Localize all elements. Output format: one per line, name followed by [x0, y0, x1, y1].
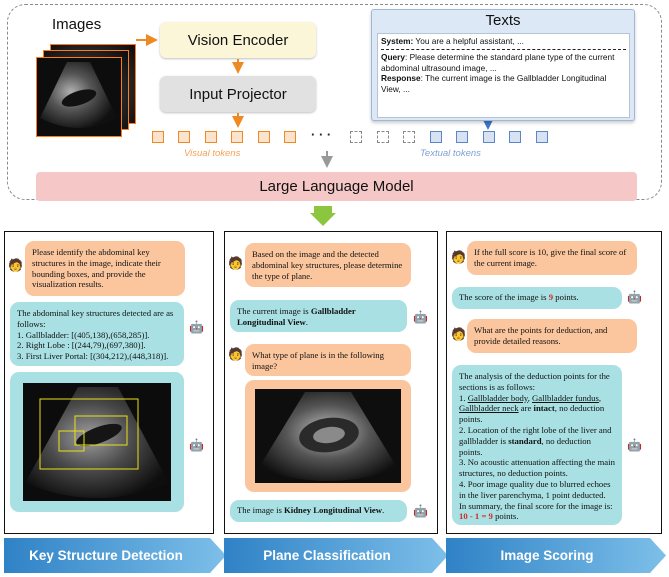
textual-token	[430, 131, 442, 143]
answer-period: .	[305, 316, 308, 327]
user-question-bubble: What type of plane is in the following i…	[245, 344, 411, 376]
tab-image-scoring: Image Scoring	[446, 538, 666, 573]
analysis-intro: The analysis of the deduction points for…	[459, 371, 610, 392]
placeholder-token	[403, 131, 415, 143]
visual-token	[284, 131, 296, 143]
textual-token	[536, 131, 548, 143]
visual-token	[205, 131, 217, 143]
assistant-answer-bubble: The current image is Gallbladder Longitu…	[230, 300, 407, 332]
visual-token	[178, 131, 190, 143]
robot-icon: 🤖	[627, 438, 642, 452]
answer-item-right-lobe: 2. Right Lobe : [(244,79),(697,380)].	[17, 340, 146, 351]
assistant-answer-bubble: The image is Kidney Longitudinal View.	[230, 500, 407, 522]
prompt-divider	[381, 49, 626, 51]
analysis-point-1: 1. Gallbladder body, Gallbladder fundus,…	[459, 392, 605, 425]
query-line: Query: Please determine the standard pla…	[381, 52, 626, 73]
texts-title: Texts	[485, 12, 521, 29]
input-projector-box: Input Projector	[160, 76, 316, 112]
user-avatar-icon: 🧑	[451, 327, 466, 341]
detection-result-bubble	[10, 372, 184, 512]
assistant-answer-bubble: The score of the image is 9 points.	[452, 287, 622, 309]
response-label: Response	[381, 73, 421, 84]
texts-prompt-panel: System: You are a helpful assistant, ...…	[377, 33, 630, 118]
kidney-ultrasound-icon	[258, 392, 398, 481]
tab-plane-classification: Plane Classification	[224, 538, 448, 573]
answer-plane-name: Gallbladder Longitudinal View	[237, 306, 356, 327]
user-question-bubble: What are the points for deduction, and p…	[467, 319, 637, 353]
token-ellipsis: · · ·	[311, 127, 332, 142]
visual-tokens-caption: Visual tokens	[184, 148, 241, 159]
textual-token	[483, 131, 495, 143]
textual-token	[456, 131, 468, 143]
score-text: The score of the image is	[459, 292, 549, 302]
system-label: System:	[381, 36, 414, 46]
analysis-point-3: 3. No acoustic attenuation affecting the…	[459, 457, 615, 479]
answer-plane-name: Kidney Longitudinal View	[284, 505, 383, 515]
assistant-answer-bubble: The abdominal key structures detected ar…	[10, 302, 184, 366]
robot-icon: 🤖	[413, 310, 428, 324]
answer-text: The current image is	[237, 306, 311, 316]
tab-key-structure-detection: Key Structure Detection	[4, 538, 226, 573]
user-avatar-icon: 🧑	[451, 250, 466, 264]
query-label: Query	[381, 52, 405, 63]
robot-icon: 🤖	[189, 438, 204, 452]
answer-text: The image is	[237, 505, 285, 515]
response-line: Response: The current image is the Gallb…	[381, 73, 626, 94]
score-unit: points.	[553, 292, 579, 302]
placeholder-token	[377, 131, 389, 143]
system-text: You are a helpful assistant, ...	[413, 36, 524, 46]
detection-ultrasound-icon	[25, 387, 169, 498]
detection-result-image	[23, 383, 171, 501]
user-image-bubble	[245, 380, 411, 492]
arrow-llm-to-tasks	[310, 206, 336, 226]
query-text: : Please determine the standard plane ty…	[381, 52, 615, 73]
panel-image-scoring: 🧑 If the full score is 10, give the fina…	[446, 231, 662, 534]
vision-encoder-box: Vision Encoder	[160, 22, 316, 58]
textual-token	[509, 131, 521, 143]
pipeline-arrows	[136, 34, 494, 226]
score-value: 9	[548, 292, 554, 302]
user-avatar-icon: 🧑	[228, 256, 243, 270]
user-avatar-icon: 🧑	[8, 258, 23, 272]
analysis-point-2: 2. Location of the right lobe of the liv…	[459, 424, 612, 457]
user-question-bubble: Based on the image and the detected abdo…	[245, 243, 411, 287]
panel-plane-classification: 🧑 Based on the image and the detected ab…	[224, 231, 438, 534]
answer-intro: The abdominal key structures detected ar…	[17, 308, 174, 329]
analysis-point-4: 4. Poor image quality due to blurred ech…	[459, 478, 611, 500]
analysis-summary: In summary, the final score for the imag…	[459, 500, 613, 522]
robot-icon: 🤖	[413, 504, 428, 518]
robot-icon: 🤖	[189, 320, 204, 334]
answer-item-gallbladder: 1. Gallbladder: [(405,138),(658,285)].	[17, 329, 150, 340]
assistant-analysis-bubble: The analysis of the deduction points for…	[452, 365, 622, 525]
panel-key-structure-detection: 🧑 Please identify the abdominal key stru…	[4, 231, 214, 534]
user-question-bubble: If the full score is 10, give the final …	[467, 241, 637, 275]
user-question-bubble: Please identify the abdominal key struct…	[25, 241, 185, 296]
placeholder-token	[350, 131, 362, 143]
answer-period: .	[382, 505, 385, 515]
visual-token	[258, 131, 270, 143]
ultrasound-fan-icon	[40, 62, 117, 128]
large-language-model-box: Large Language Model	[36, 172, 637, 201]
answer-item-first-liver-portal: 3. First Liver Portal: [(304,212),(448,3…	[17, 351, 169, 362]
robot-icon: 🤖	[627, 290, 642, 304]
textual-tokens-caption: Textual tokens	[420, 148, 481, 159]
kidney-ultrasound-image	[255, 389, 401, 483]
images-label: Images	[52, 16, 102, 33]
user-avatar-icon: 🧑	[228, 347, 243, 361]
response-text: : The current image is the Gallbladder L…	[381, 73, 607, 94]
system-line: System: You are a helpful assistant, ...	[381, 36, 626, 46]
visual-token	[231, 131, 243, 143]
visual-token	[152, 131, 164, 143]
ultrasound-image-front	[36, 57, 122, 137]
